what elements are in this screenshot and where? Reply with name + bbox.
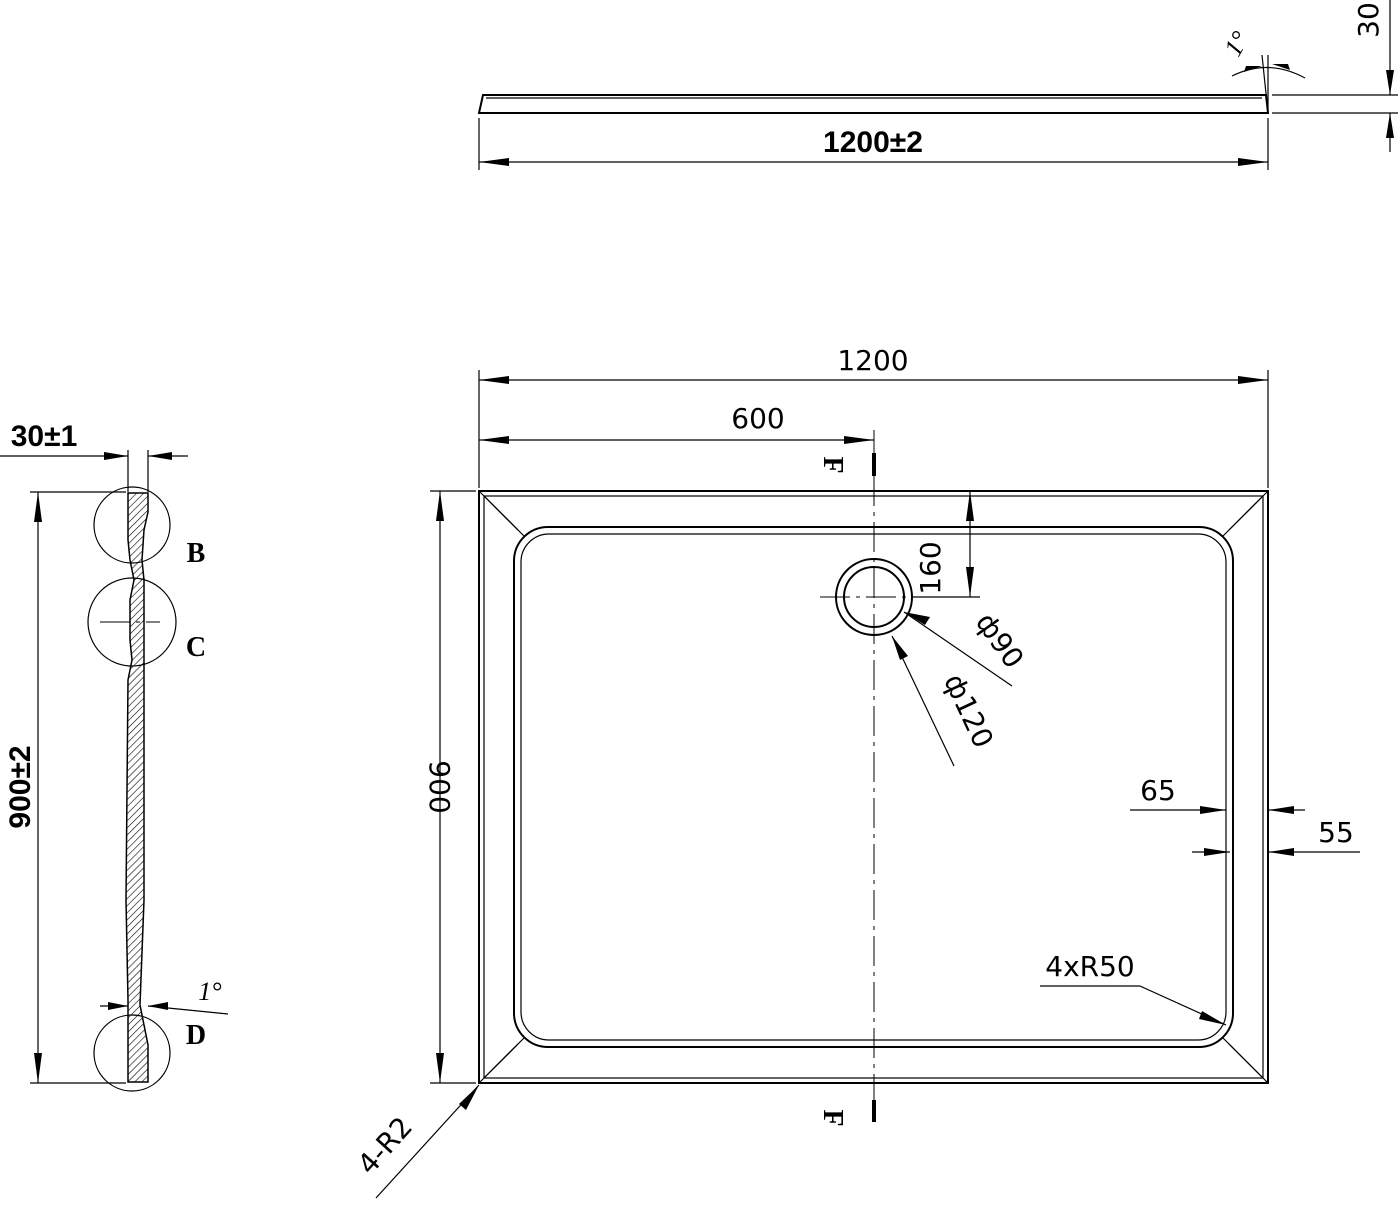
drain-inner-label: ф90 — [969, 607, 1030, 675]
top-angle-label: 1° — [1218, 26, 1255, 61]
section-mark-bottom: F — [817, 1109, 848, 1126]
corner-radius-label: 4xR50 — [1045, 950, 1134, 983]
side-length-label: 900±2 — [4, 745, 37, 828]
detail-circle-b — [93, 486, 171, 564]
detail-circle-c — [87, 577, 177, 667]
border-inner-label: 65 — [1140, 774, 1176, 807]
top-height-label: 30 — [1352, 2, 1385, 38]
top-length-label: 1200±2 — [823, 126, 923, 159]
plan-view: F F 1200 600 900 160 ф90 — [351, 344, 1360, 1199]
section-profile — [125, 492, 149, 1083]
detail-d-label: D — [186, 1020, 206, 1051]
side-thickness-label: 30±1 — [11, 420, 78, 453]
side-section-view: B C D 30±1 900±2 1° — [0, 420, 229, 1092]
top-elevation-view: 1200±2 30 1° — [477, 0, 1398, 170]
drain-outer-label: ф120 — [937, 669, 1000, 753]
side-angle-label: 1° — [198, 977, 221, 1006]
drain-offset-label: 160 — [914, 541, 947, 594]
detail-b-label: B — [187, 538, 206, 569]
width-label: 1200 — [837, 344, 908, 377]
height-label: 900 — [423, 760, 456, 813]
edge-radius-label: 4-R2 — [351, 1110, 419, 1181]
half-width-label: 600 — [731, 402, 784, 435]
border-outer-label: 55 — [1318, 816, 1354, 849]
detail-circle-d — [93, 1014, 171, 1092]
section-mark-top: F — [817, 456, 848, 473]
detail-c-label: C — [186, 632, 206, 663]
